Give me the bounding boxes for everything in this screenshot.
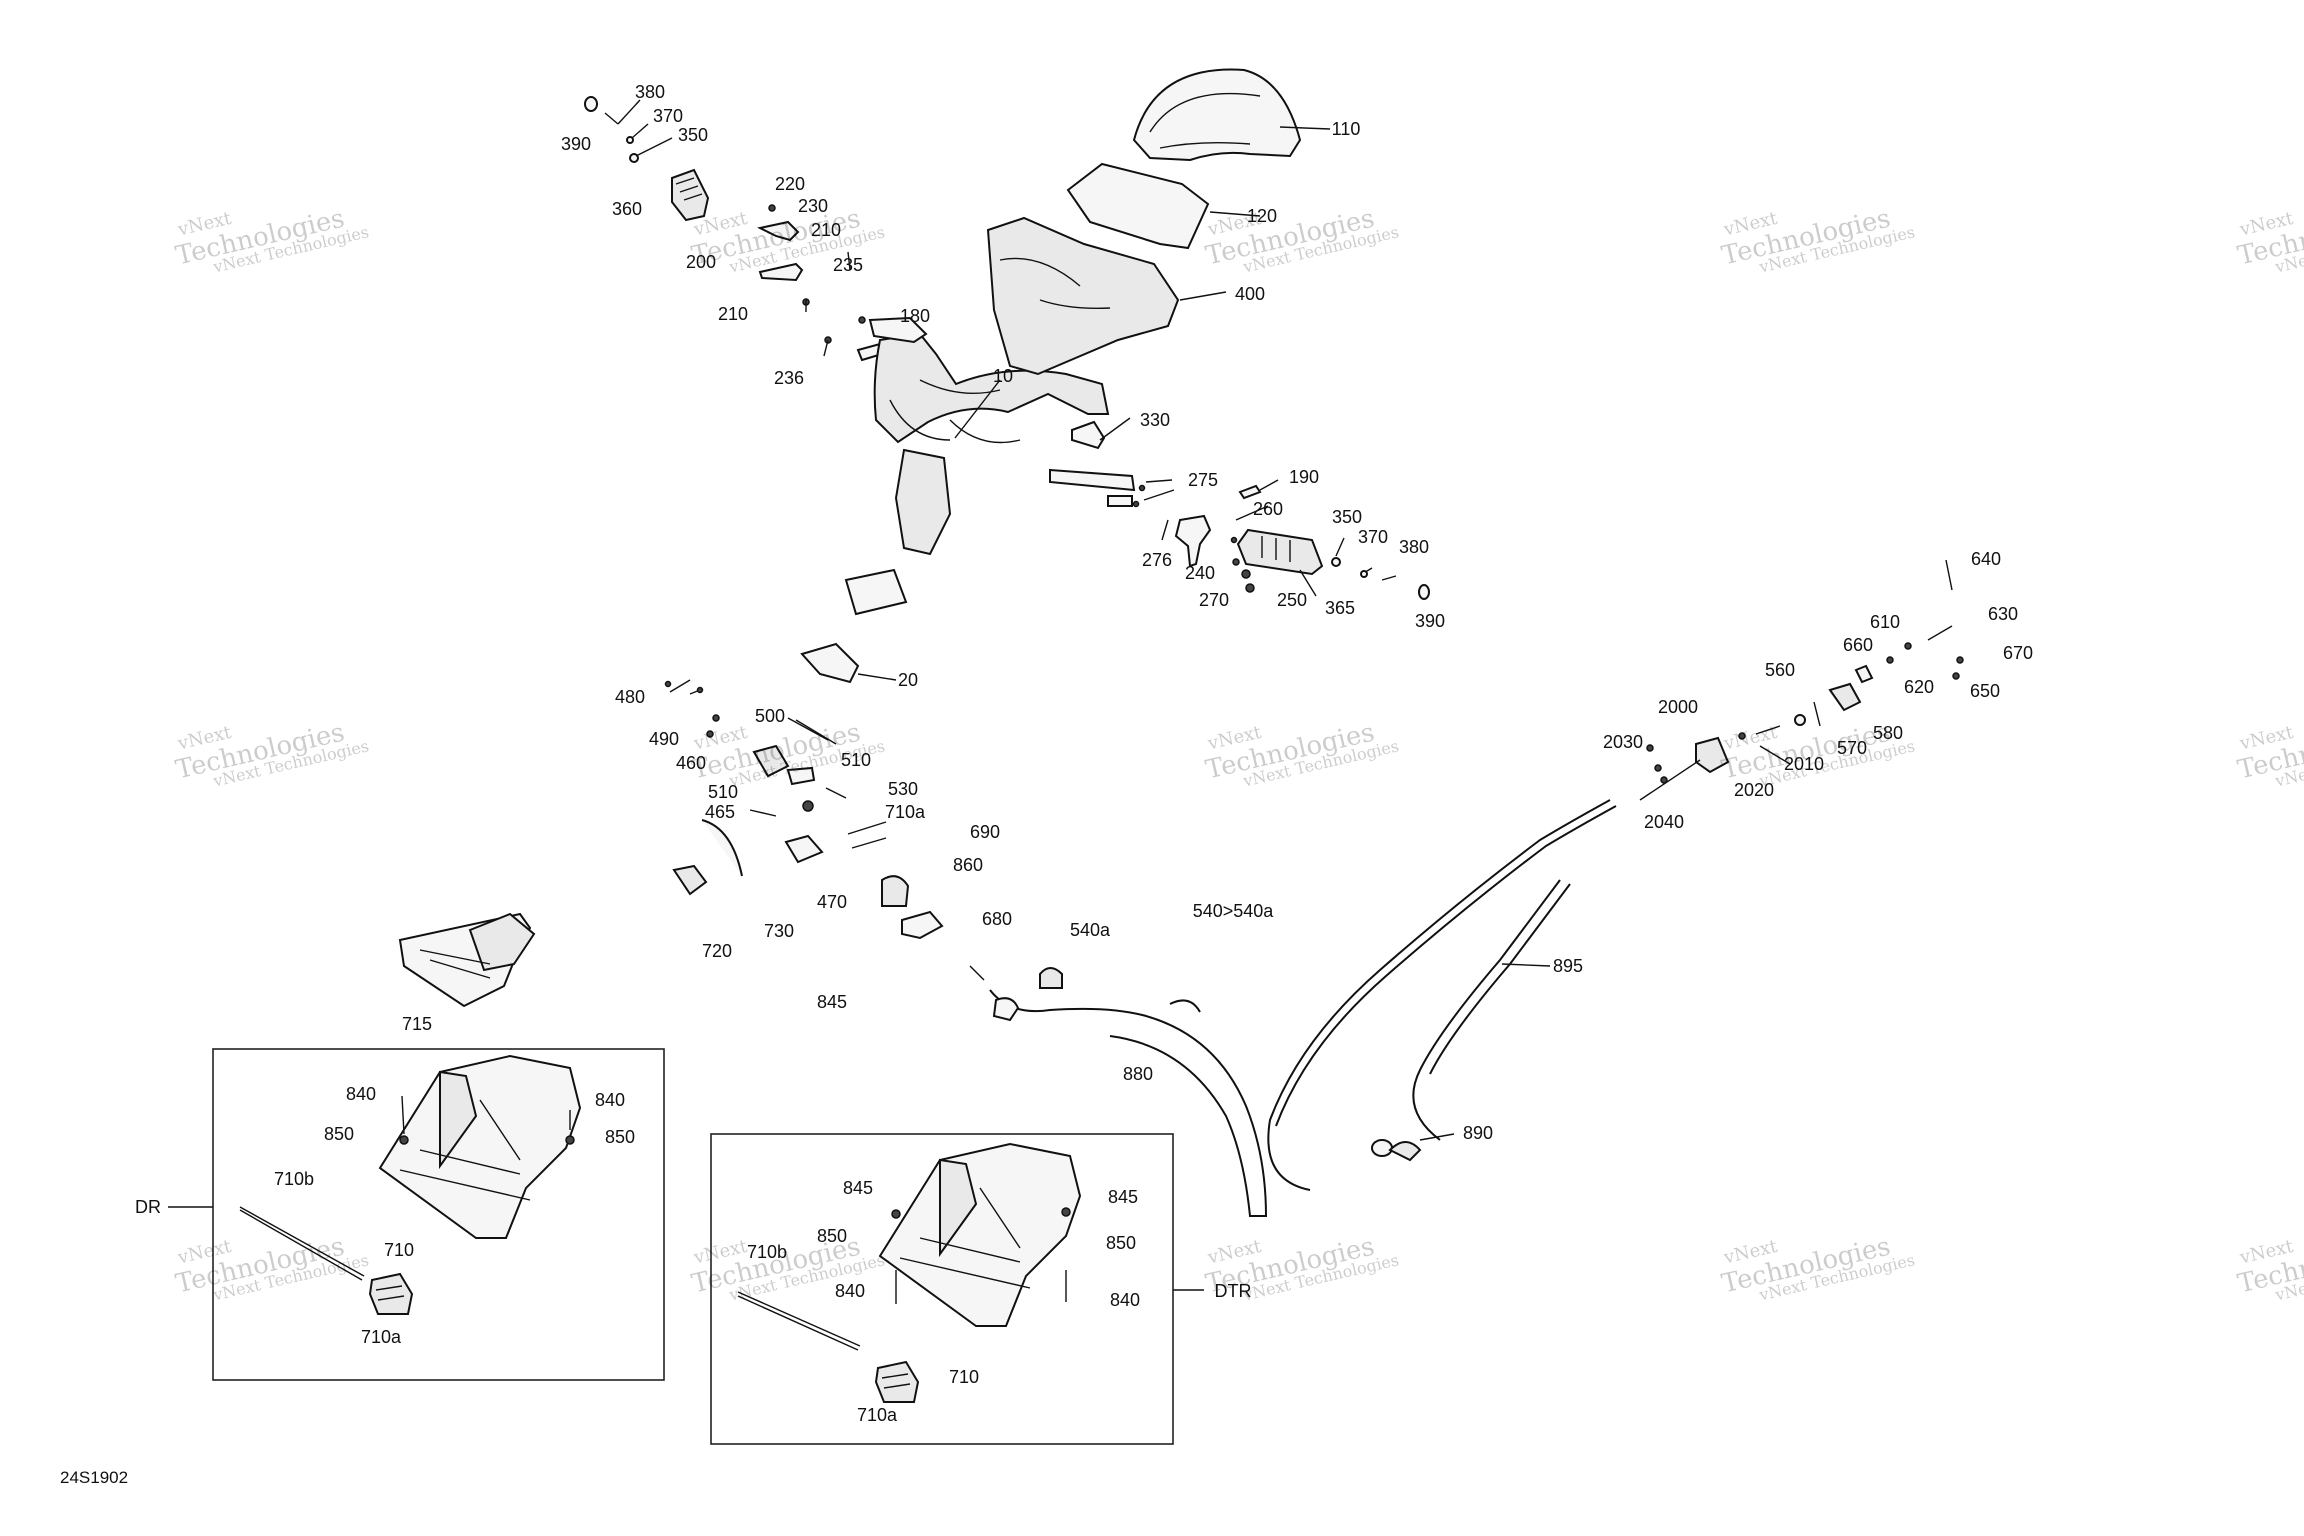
callout-20: 20: [897, 670, 919, 690]
callout-210: 210: [810, 220, 842, 240]
callout-850: 850: [1105, 1233, 1137, 1253]
callout-dtr: DTR: [1214, 1281, 1252, 1301]
callout-540a: 540a: [1069, 920, 1111, 940]
callout-200: 200: [685, 252, 717, 272]
throttle-cables: [969, 799, 1617, 1217]
callout-460: 460: [675, 753, 707, 773]
callout-250: 250: [1276, 590, 1308, 610]
callout-330: 330: [1139, 410, 1171, 430]
dr-box: [168, 1048, 665, 1381]
callout-390: 390: [560, 134, 592, 154]
callout-120: 120: [1246, 206, 1278, 226]
callout-380: 380: [634, 82, 666, 102]
callout-850: 850: [816, 1226, 848, 1246]
callout-dr: DR: [135, 1197, 161, 1217]
callout-276: 276: [1141, 550, 1173, 570]
callout-2010: 2010: [1783, 754, 1825, 774]
callout-510: 510: [707, 782, 739, 802]
callout-845: 845: [816, 992, 848, 1012]
callout-2020: 2020: [1733, 780, 1775, 800]
callout-670: 670: [2002, 643, 2034, 663]
callout-880: 880: [1122, 1064, 1154, 1084]
callout-730: 730: [763, 921, 795, 941]
callout-720: 720: [701, 941, 733, 961]
callout-465: 465: [704, 802, 736, 822]
callout-370: 370: [1357, 527, 1389, 547]
callout-840: 840: [1109, 1290, 1141, 1310]
callout-710a: 710a: [884, 802, 926, 822]
dtr-box: [710, 1133, 1204, 1445]
callout-850: 850: [323, 1124, 355, 1144]
upper-covers: [986, 68, 1331, 376]
callout-270: 270: [1198, 590, 1230, 610]
callout-890: 890: [1462, 1123, 1494, 1143]
callout-710: 710: [383, 1240, 415, 1260]
callout-640: 640: [1970, 549, 2002, 569]
callout-110: 110: [1331, 119, 1361, 139]
callout-390: 390: [1414, 611, 1446, 631]
connector-parts: [1639, 559, 1964, 801]
callout-2030: 2030: [1602, 732, 1644, 752]
callout-845: 845: [842, 1178, 874, 1198]
callout-630: 630: [1987, 604, 2019, 624]
callout-240: 240: [1184, 563, 1216, 583]
callout-690: 690: [969, 822, 1001, 842]
callout-660: 660: [1842, 635, 1874, 655]
callout-500: 500: [754, 706, 786, 726]
middle-parts: [398, 642, 944, 1008]
callout-470: 470: [816, 892, 848, 912]
diagram-code: 24S1902: [60, 1468, 129, 1487]
callout-360: 360: [611, 199, 643, 219]
callout-370: 370: [652, 106, 684, 126]
callout-840: 840: [834, 1281, 866, 1301]
callout-895: 895: [1552, 956, 1584, 976]
callout-365: 365: [1324, 598, 1356, 618]
callout-190: 190: [1288, 467, 1320, 487]
callout-230: 230: [797, 196, 829, 216]
callout-710b: 710b: [273, 1169, 315, 1189]
callout-2040: 2040: [1643, 812, 1685, 832]
right-grip-hardware: [1071, 417, 1430, 600]
callout-840: 840: [594, 1090, 626, 1110]
callout-710: 710: [948, 1367, 980, 1387]
handlebar-assembly: [844, 316, 1136, 616]
callout-490: 490: [648, 729, 680, 749]
callout-840: 840: [345, 1084, 377, 1104]
callout-10: 10: [992, 366, 1014, 386]
callout-530: 530: [887, 779, 919, 799]
callout-220: 220: [774, 174, 806, 194]
callout-480: 480: [614, 687, 646, 707]
callout-400: 400: [1234, 284, 1266, 304]
callout-620: 620: [1903, 677, 1935, 697]
callout-275: 275: [1187, 470, 1219, 490]
callout-710a: 710a: [360, 1327, 402, 1347]
callout-560: 560: [1764, 660, 1796, 680]
callout-350: 350: [677, 125, 709, 145]
callout-850: 850: [604, 1127, 636, 1147]
callout-2000: 2000: [1657, 697, 1699, 717]
callout-350: 350: [1331, 507, 1363, 527]
callout-680: 680: [981, 909, 1013, 929]
callout-510: 510: [840, 750, 872, 770]
callout-860: 860: [952, 855, 984, 875]
callout-710a: 710a: [856, 1405, 898, 1425]
callout-610: 610: [1869, 612, 1901, 632]
callout-570: 570: [1836, 738, 1868, 758]
left-grip-hardware: [584, 96, 866, 357]
callout-540-540a: 540>540a: [1192, 901, 1274, 921]
callout-260: 260: [1252, 499, 1284, 519]
callout-210: 210: [717, 304, 749, 324]
callout-380: 380: [1398, 537, 1430, 557]
callout-710b: 710b: [746, 1242, 788, 1262]
callout-236: 236: [773, 368, 805, 388]
callout-715: 715: [401, 1014, 433, 1034]
callout-650: 650: [1969, 681, 2001, 701]
callout-845: 845: [1107, 1187, 1139, 1207]
callout-235: 235: [832, 255, 864, 275]
callout-580: 580: [1872, 723, 1904, 743]
callout-180: 180: [899, 306, 931, 326]
